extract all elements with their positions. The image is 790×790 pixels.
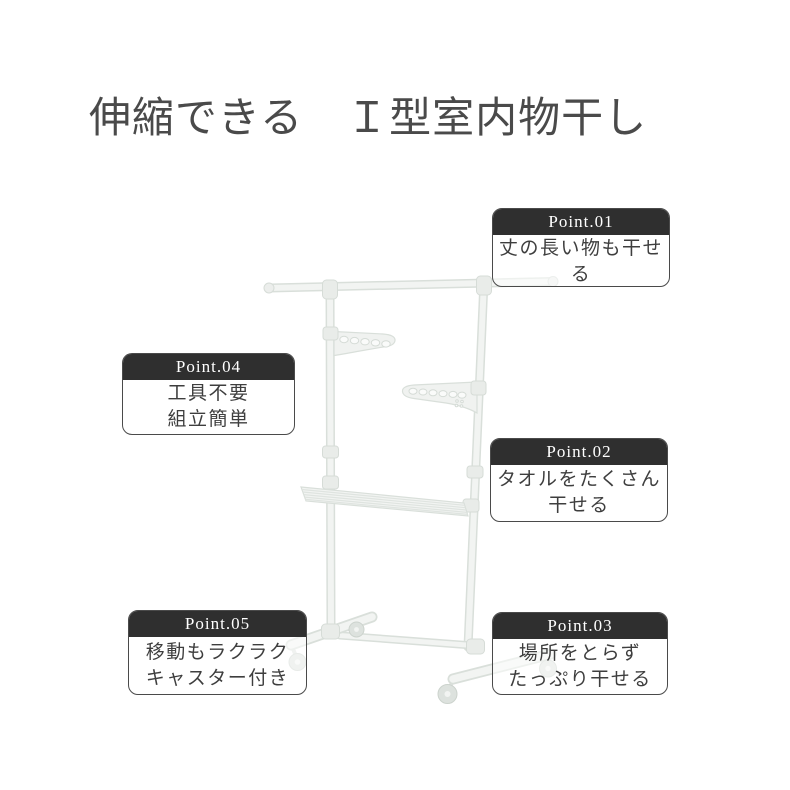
point-01-text: 丈の長い物も干せる <box>498 238 663 285</box>
hanger-arm-lower <box>401 380 487 415</box>
pole-collar-right <box>466 465 484 479</box>
point-01-body: 丈の長い物も干せる <box>493 235 669 286</box>
pole-collar-left <box>322 445 339 459</box>
shelf-slats <box>301 488 468 515</box>
point-01-callout: Point.01 丈の長い物も干せる <box>492 208 670 287</box>
hanger-holes-lower <box>408 387 467 408</box>
point-04-callout: Point.04 工具不要 組立簡単 <box>122 353 295 435</box>
right-pole <box>463 276 489 652</box>
point-04-text: 工具不要 <box>167 383 250 404</box>
point-05-body: 移動もラクラク キャスター付き <box>129 637 306 694</box>
bar-end-cap-left <box>263 282 275 294</box>
t-connector-left <box>322 279 338 300</box>
hanger-holes-upper <box>339 335 391 348</box>
point-03-header: Point.03 <box>493 613 667 639</box>
point-05-callout: Point.05 移動もラクラク キャスター付き <box>128 610 307 695</box>
point-05-header: Point.05 <box>129 611 306 637</box>
point-02-header: Point.02 <box>491 439 667 465</box>
point-03-text: 場所をとらず <box>518 642 642 664</box>
point-03-callout: Point.03 場所をとらず たっぷり干せる <box>492 612 668 695</box>
point-01-header: Point.01 <box>493 209 669 235</box>
page-title: 伸縮できる Ｉ型室内物干し <box>88 96 648 142</box>
point-03-body: 場所をとらず たっぷり干せる <box>493 639 667 694</box>
point-04-text: 組立簡単 <box>167 409 250 430</box>
point-02-text: タオルをたくさん <box>496 469 661 490</box>
point-05-text: 移動もラクラク <box>145 641 290 663</box>
point-04-header: Point.04 <box>123 354 294 380</box>
base-crossbar <box>336 631 477 650</box>
point-03-text: たっぷり干せる <box>508 668 652 690</box>
towel-shelf <box>300 475 480 517</box>
point-02-body: タオルをたくさん 干せる <box>491 465 667 521</box>
point-02-callout: Point.02 タオルをたくさん 干せる <box>490 438 668 522</box>
point-04-body: 工具不要 組立簡単 <box>123 380 294 434</box>
t-connector-right <box>476 275 492 296</box>
point-05-text: キャスター付き <box>145 667 290 689</box>
point-02-text: 干せる <box>548 495 610 516</box>
hanger-arm-upper <box>322 326 396 357</box>
